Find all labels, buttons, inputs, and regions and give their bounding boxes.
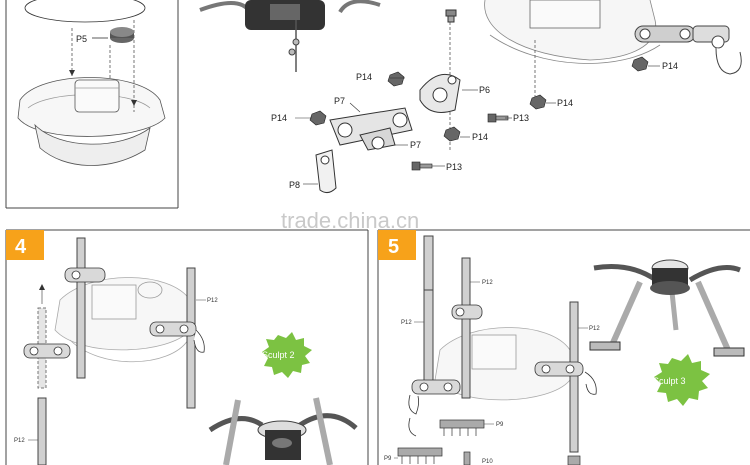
p6-clamp xyxy=(419,73,461,113)
label-p14-right: P14 xyxy=(662,61,678,71)
label-p14-top: P14 xyxy=(356,72,372,82)
step4-label-p12-a: P12 xyxy=(207,298,218,304)
label-p7-top: P7 xyxy=(334,96,345,106)
step-4-sculpt-badge: Sculpt 2 xyxy=(262,332,312,378)
p5-base-assembly xyxy=(17,0,166,166)
step-4-base xyxy=(54,277,191,363)
label-p14-low: P14 xyxy=(557,98,573,108)
label-p14-mid: P14 xyxy=(472,132,488,142)
step-5-brush-parts xyxy=(397,419,581,465)
step-4-robot-preview xyxy=(208,397,358,465)
step4-label-p12-b: P12 xyxy=(14,438,25,444)
step5-label-p9-a: P9 xyxy=(496,422,504,428)
label-p7-mid: P7 xyxy=(410,140,421,150)
step5-label-p12-a: P12 xyxy=(482,280,493,286)
top-right-arm xyxy=(634,25,742,75)
step-5-tab: 5 xyxy=(378,230,416,260)
step-5-leaders xyxy=(394,281,588,459)
p5-button xyxy=(92,27,134,43)
step5-label-p12-b: P12 xyxy=(401,320,412,326)
top-right-assembly xyxy=(449,0,661,150)
label-p6: P6 xyxy=(479,85,490,95)
step-4-leaders xyxy=(28,299,206,441)
step-5-robot-preview xyxy=(589,259,745,357)
watermark: trade.china.cn xyxy=(281,208,419,233)
step-5-rods xyxy=(423,235,579,453)
label-p13-a: P13 xyxy=(513,113,529,123)
step5-label-p12-c: P12 xyxy=(589,326,600,332)
nuts-and-screws xyxy=(309,56,649,171)
label-p13-b: P13 xyxy=(446,162,462,172)
screw-top xyxy=(445,9,457,23)
label-p14-left: P14 xyxy=(271,113,287,123)
step5-label-p9-b: P9 xyxy=(384,456,392,462)
top-center-assembly xyxy=(199,0,381,72)
step-4-badge-text: Sculpt 2 xyxy=(262,350,295,360)
label-p8: P8 xyxy=(289,180,300,190)
p8-plate xyxy=(315,149,337,194)
step5-label-p10: P10 xyxy=(482,459,493,465)
step-4-number: 4 xyxy=(15,236,27,258)
panel-frames xyxy=(5,0,750,465)
leader-lines xyxy=(295,65,660,185)
label-p5: P5 xyxy=(76,34,87,44)
step-5-number: 5 xyxy=(388,236,399,258)
step-4-clamps xyxy=(23,267,205,359)
p7-bracket xyxy=(329,107,413,151)
step-5-badge-text: Sculpt 3 xyxy=(653,376,686,386)
step-5-sculpt-badge: Sculpt 3 xyxy=(653,354,710,406)
step-5-clamps xyxy=(408,304,597,437)
step-4-tab: 4 xyxy=(6,230,44,260)
